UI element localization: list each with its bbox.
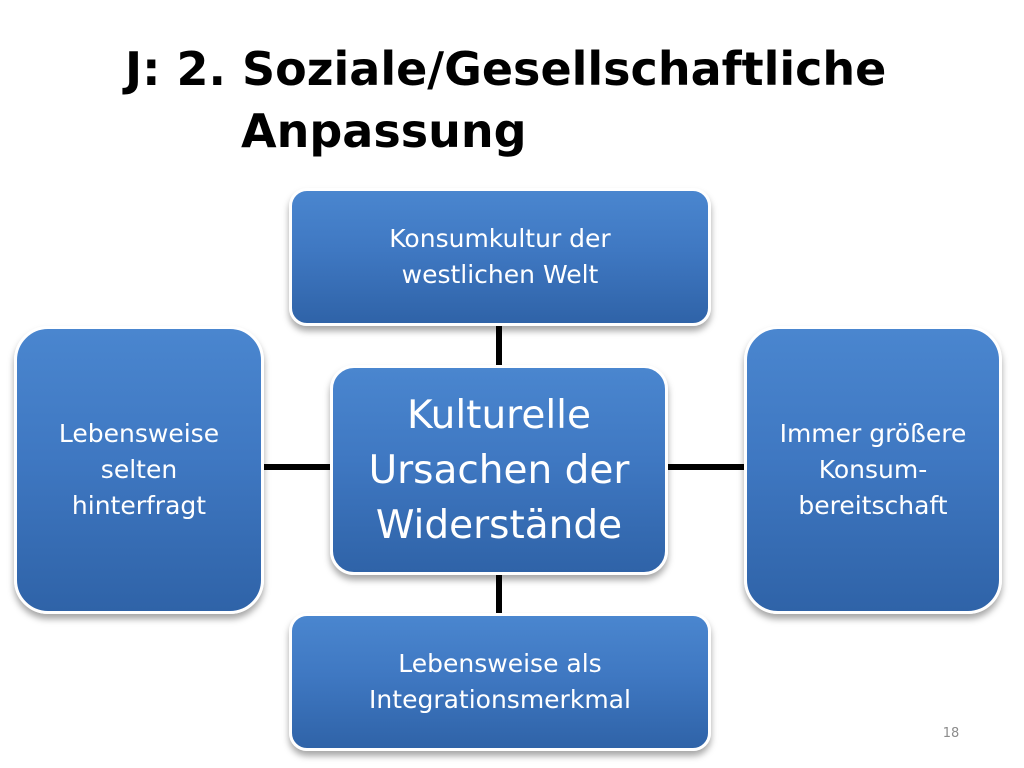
- title-line-1: J: 2. Soziale/Gesellschaftliche: [125, 42, 887, 96]
- node-left-label: Lebensweise selten hinterfragt: [58, 419, 220, 520]
- node-left: Lebensweise selten hinterfragt: [14, 326, 264, 614]
- node-top-label: Konsumkultur der westlichen Welt: [389, 224, 611, 289]
- node-top: Konsumkultur der westlichen Welt: [289, 188, 711, 326]
- node-right: Immer größere Konsum- bereitschaft: [744, 326, 1002, 614]
- title-line-2: Anpassung: [241, 104, 527, 158]
- node-bottom-label: Lebensweise als Integrationsmerkmal: [369, 649, 631, 714]
- node-center-label: Kulturelle Ursachen der Widerstände: [368, 392, 630, 548]
- page-number: 18: [942, 726, 960, 741]
- node-center: Kulturelle Ursachen der Widerstände: [330, 365, 668, 575]
- node-right-label: Immer größere Konsum- bereitschaft: [779, 419, 967, 520]
- node-bottom: Lebensweise als Integrationsmerkmal: [289, 613, 711, 751]
- slide-title: J: 2. Soziale/Gesellschaftliche Anpassun…: [125, 38, 1005, 162]
